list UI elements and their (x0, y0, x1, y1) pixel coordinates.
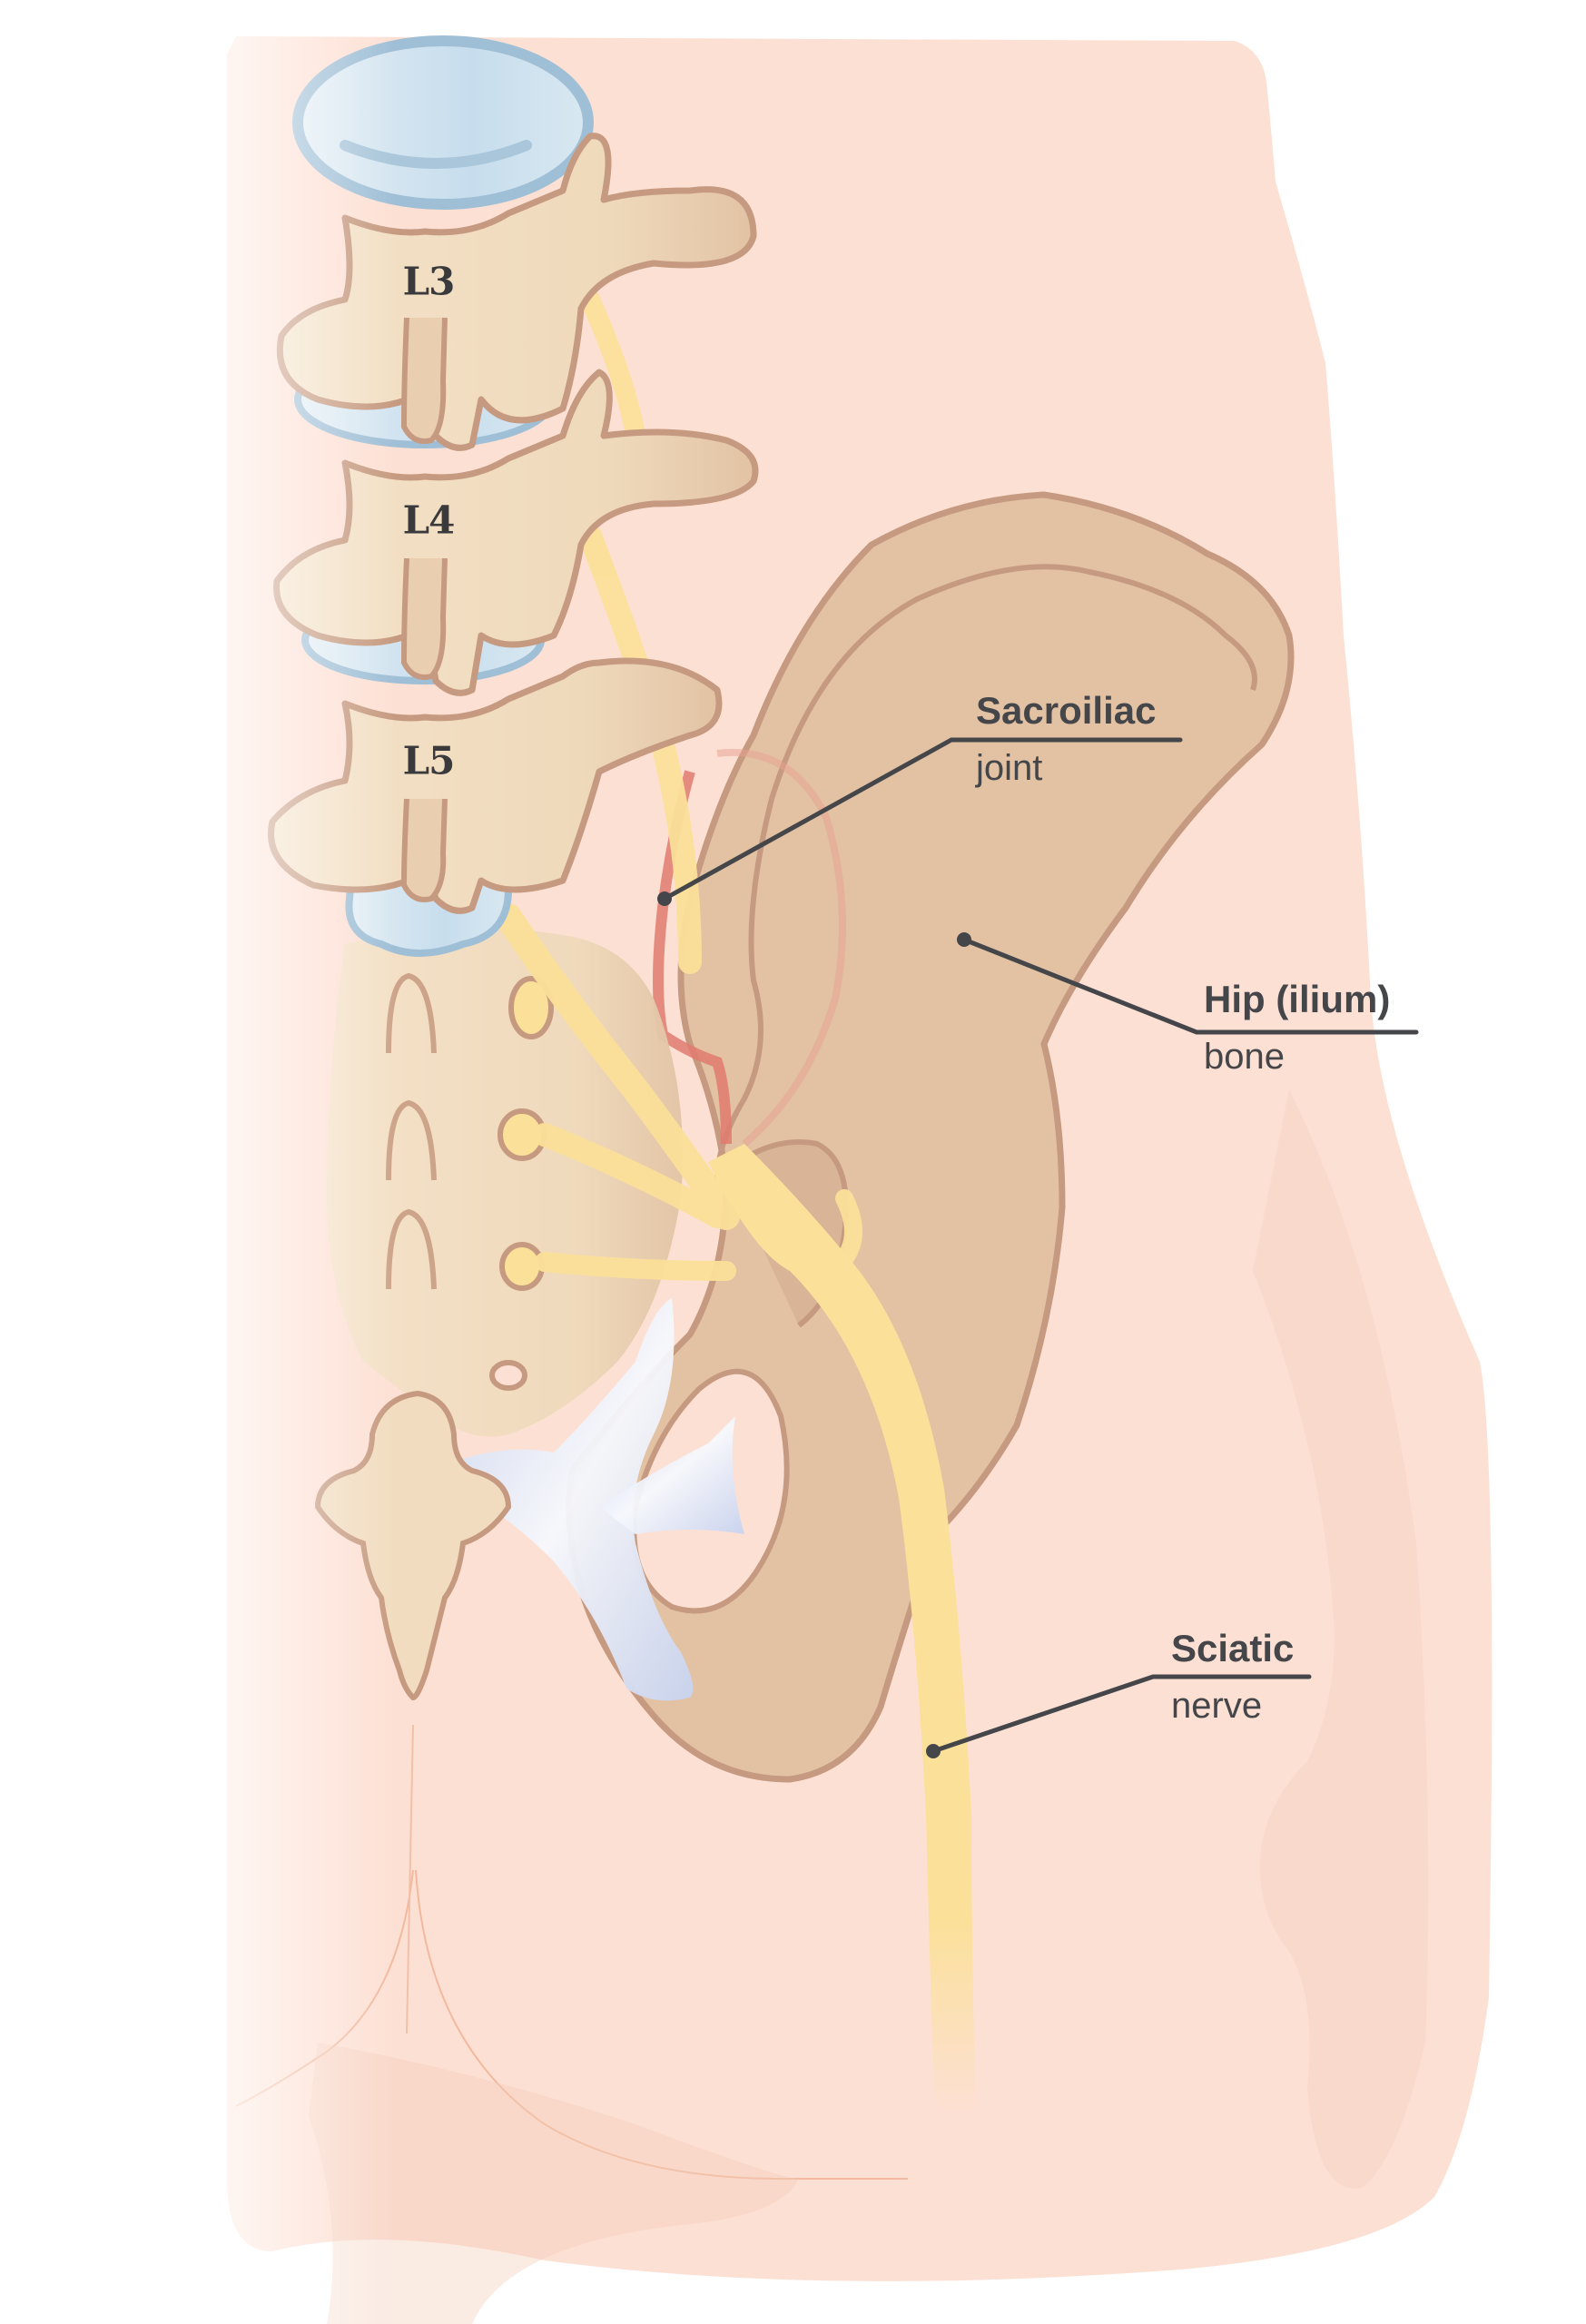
leader-lines (662, 737, 1419, 1754)
vertebra-label-l3: L3 (402, 259, 456, 304)
callout-title: Hip (ilium) (1204, 978, 1391, 1020)
sciatic-dot (926, 1744, 941, 1758)
callout-subtitle: nerve (1171, 1686, 1263, 1726)
sacroiliac-leader (662, 737, 1183, 901)
callout-title: Sciatic (1171, 1627, 1295, 1669)
callout-sacroiliac-joint: Sacroiliac joint (976, 689, 1157, 788)
vertebra-label-l5: L5 (402, 738, 456, 783)
leader-dots (657, 891, 971, 1758)
callout-title: Sacroiliac (976, 689, 1157, 732)
callout-sciatic-nerve: Sciatic nerve (1171, 1627, 1295, 1726)
callout-subtitle: bone (1204, 1037, 1285, 1077)
vertebra-label-l4: L4 (402, 497, 456, 543)
sciatic-leader (931, 1674, 1312, 1754)
hip-leader (961, 937, 1419, 1035)
callout-hip-ilium-bone: Hip (ilium) bone (1204, 978, 1391, 1077)
sacroiliac-dot (657, 891, 672, 906)
callout-subtitle: joint (976, 748, 1043, 788)
hip-dot (957, 932, 971, 947)
